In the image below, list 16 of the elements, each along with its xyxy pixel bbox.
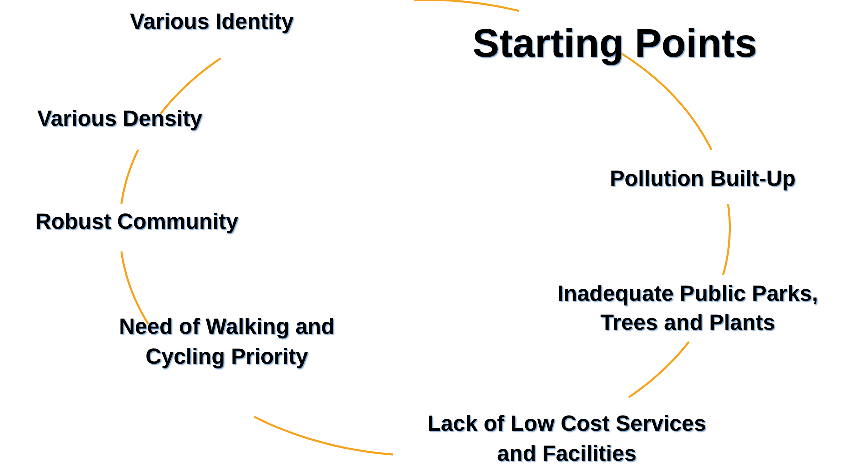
arc-connector xyxy=(120,252,150,325)
arc-connector xyxy=(620,52,712,150)
issue-label: Lack of Low Cost Services and Facilities xyxy=(426,410,708,468)
arc-connector xyxy=(414,0,520,12)
arc-connector xyxy=(722,204,731,276)
arc-connector xyxy=(160,58,222,115)
issue-label: Robust Community xyxy=(34,208,240,236)
arc-connector xyxy=(254,416,394,456)
issue-label: Pollution Built-Up xyxy=(609,165,797,193)
arc-connector xyxy=(120,150,140,204)
title-text: Starting Points xyxy=(472,21,758,68)
issue-label: Various Identity xyxy=(129,8,295,36)
issue-label: Various Density xyxy=(36,105,204,133)
arc-connector xyxy=(628,341,690,398)
issue-label: Need of Walking and Cycling Priority xyxy=(118,313,336,371)
issue-label: Inadequate Public Parks, Trees and Plants xyxy=(556,280,820,337)
